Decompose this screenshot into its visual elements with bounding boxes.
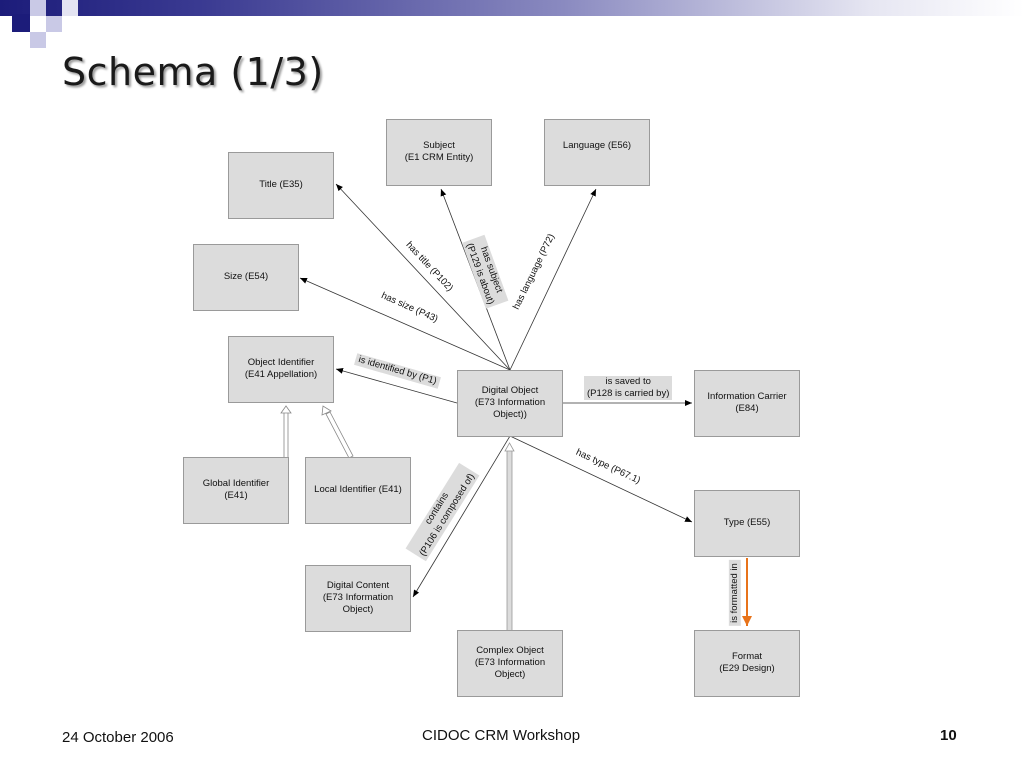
- node-local-identifier: Local Identifier (E41): [305, 457, 411, 524]
- edge-has-type: [509, 435, 693, 523]
- node-information-carrier: Information Carrier (E84): [694, 370, 800, 437]
- node-digital-content: Digital Content (E73 Information Object): [305, 565, 411, 632]
- node-language: Language (E56): [544, 119, 650, 186]
- label-is-formatted-in: is formatted in: [728, 560, 741, 626]
- edge-contains: [412, 435, 511, 598]
- node-object-identifier: Object Identifier (E41 Appellation): [228, 336, 334, 403]
- logo-square: [30, 32, 46, 48]
- logo-square: [30, 0, 46, 16]
- node-subject: Subject (E1 CRM Entity): [386, 119, 492, 186]
- node-title: Title (E35): [228, 152, 334, 219]
- node-format: Format (E29 Design): [694, 630, 800, 697]
- node-type: Type (E55): [694, 490, 800, 557]
- logo-square: [62, 0, 78, 16]
- inheritance-arrow-global: [280, 405, 292, 459]
- node-global-identifier: Global Identifier (E41): [183, 457, 289, 524]
- inheritance-arrow-complex: [504, 442, 515, 632]
- header-gradient-bar: [0, 0, 1024, 16]
- label-is-saved-to: is saved to (P128 is carried by): [584, 376, 673, 400]
- node-digital-object: Digital Object (E73 Information Object)): [457, 370, 563, 437]
- node-size: Size (E54): [193, 244, 299, 311]
- edge-has-title: [335, 183, 511, 371]
- slide-title: Schema (1/3): [62, 50, 324, 94]
- footer-center: CIDOC CRM Workshop: [422, 727, 581, 744]
- edge-has-size: [299, 277, 511, 371]
- inheritance-arrow-local: [321, 405, 354, 459]
- edge-has-language: [509, 188, 597, 371]
- logo-square: [12, 14, 30, 32]
- footer-date: 24 October 2006: [62, 729, 174, 746]
- edge-is-identified-by: [335, 368, 458, 404]
- logo-square: [46, 16, 62, 32]
- node-complex-object: Complex Object (E73 Information Object): [457, 630, 563, 697]
- page-number: 10: [940, 727, 957, 744]
